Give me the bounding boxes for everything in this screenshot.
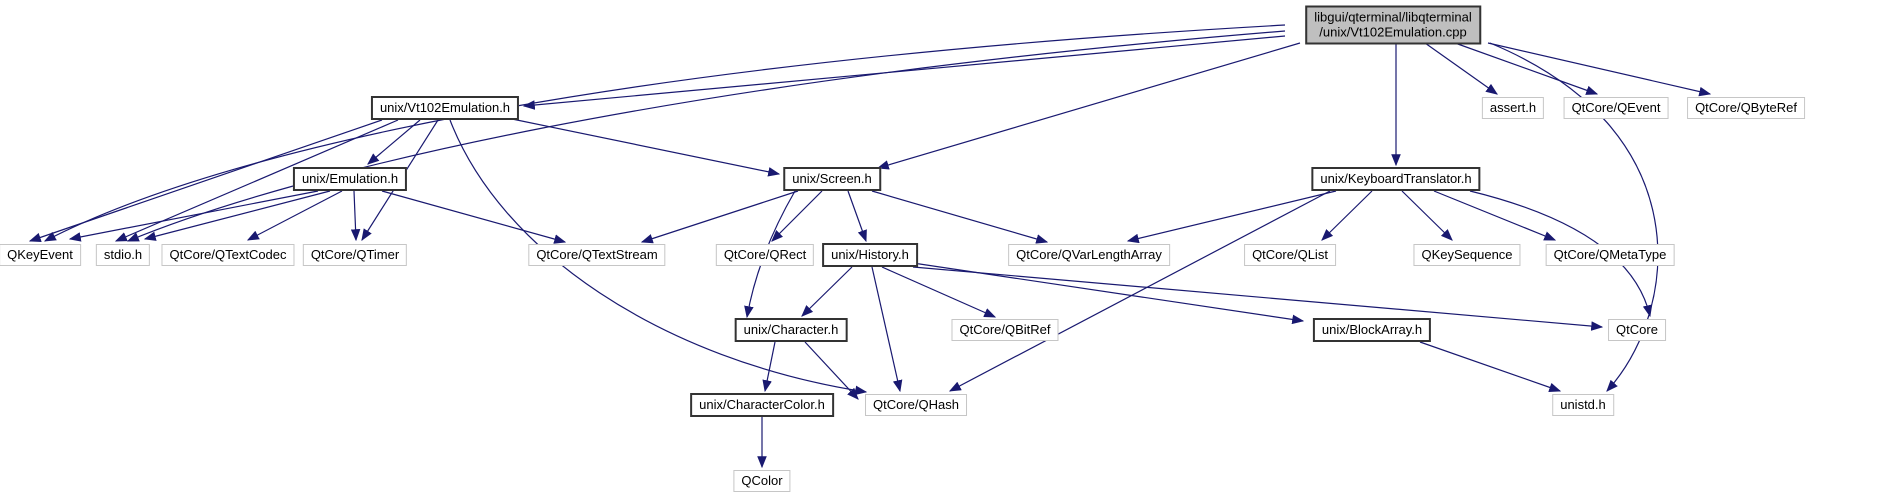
node-character-h[interactable]: unix/Character.h [734,318,848,342]
edge-emulation-h-to-qtcore-qtextstream [381,190,567,244]
edge-vt102emulation-h-to-qkeyevent [28,119,383,243]
node-qtcore: QtCore [1608,319,1666,341]
node-qtcore-qhash: QtCore/QHash [865,394,967,416]
node-charactercolor-h[interactable]: unix/CharacterColor.h [690,393,834,417]
node-qtcore-qtimer: QtCore/QTimer [302,244,408,266]
node-keyboardtranslator-h[interactable]: unix/KeyboardTranslator.h [1311,167,1481,191]
edge-blockarray-h-to-unistd-h [1419,341,1562,392]
edge-keyboardtranslator-h-to-qtcore-qvarlengtharray [1126,190,1337,244]
node-history-h[interactable]: unix/History.h [822,243,918,267]
node-emulation-h[interactable]: unix/Emulation.h [292,167,408,191]
edge-vt102emulation-cpp-to-assert-h [1424,42,1498,95]
edge-emulation-h-to-stdio-h [143,190,331,241]
edge-character-h-to-qtcore-qhash [804,341,859,400]
edge-keyboardtranslator-h-to-qtcore-qhash [948,190,1331,392]
node-assert-h: assert.h [1481,97,1545,119]
edge-vt102emulation-cpp-to-qtcore-qbyteref [1487,42,1712,97]
node-qtcore-qtextstream: QtCore/QTextStream [528,244,666,266]
edge-vt102emulation-h-to-screen-h [511,118,781,177]
node-stdio-h: stdio.h [95,244,151,266]
node-qcolor: QColor [733,470,791,492]
edge-keyboardtranslator-h-to-qtcore [1469,190,1653,318]
edge-keyboardtranslator-h-to-qtcore-qmetatype [1433,190,1557,241]
node-qtcore-qevent: QtCore/QEvent [1563,97,1669,119]
edge-screen-h-to-qtcore-qtextstream [640,190,799,244]
edge-vt102emulation-cpp-to-qtcore-qevent [1454,42,1599,95]
node-unistd-h: unistd.h [1552,394,1614,416]
edge-keyboardtranslator-h-to-qtcore-qlist [1321,190,1373,241]
node-qtcore-qmetatype: QtCore/QMetaType [1545,244,1675,266]
edge-vt102emulation-h-to-qtcore-qhash [449,119,868,396]
edge-emulation-h-to-qkeyevent [68,190,319,242]
node-vt102emulation-h[interactable]: unix/Vt102Emulation.h [370,96,520,120]
edge-screen-h-to-qtcore-qrect [771,190,823,242]
edge-history-h-to-qtcore-qhash [871,266,903,393]
edge-screen-h-to-qtcore-qvarlengtharray [871,190,1049,244]
node-qtcore-qtextcodec: QtCore/QTextCodec [161,244,295,266]
edge-character-h-to-charactercolor-h [762,341,776,393]
edge-history-h-to-qtcore [912,266,1604,331]
edge-emulation-h-to-qtcore-qtextcodec [246,190,343,241]
node-qkeyevent: QKeyEvent [0,244,81,266]
edge-vt102emulation-cpp-to-screen-h [876,42,1301,170]
node-screen-h[interactable]: unix/Screen.h [783,167,881,191]
edge-history-h-to-character-h [801,266,853,317]
node-vt102emulation-cpp: libgui/qterminal/libqterminal/unix/Vt102… [1305,5,1481,45]
edge-vt102emulation-cpp-to-unistd-h [1489,42,1659,392]
edge-vt102emulation-cpp-to-stdio-h [126,30,1286,242]
edge-vt102emulation-h-to-emulation-h [367,119,421,165]
node-qtcore-qrect: QtCore/QRect [715,244,815,266]
node-qtcore-qvarlengtharray: QtCore/QVarLengthArray [1008,244,1170,266]
node-qtcore-qlist: QtCore/QList [1244,244,1336,266]
edge-screen-h-to-history-h [847,190,867,243]
edge-keyboardtranslator-h-to-qkeysequence [1401,190,1453,241]
edge-emulation-h-to-qtcore-qtimer [350,190,361,242]
node-qtcore-qbitref: QtCore/QBitRef [951,319,1059,341]
node-blockarray-h[interactable]: unix/BlockArray.h [1312,318,1432,342]
node-qtcore-qbyteref: QtCore/QByteRef [1687,97,1805,119]
edge-vt102emulation-cpp-to-vt102emulation-h [522,35,1286,110]
edge-history-h-to-qtcore-qbitref [881,266,997,318]
node-qkeysequence: QKeySequence [1413,244,1521,266]
